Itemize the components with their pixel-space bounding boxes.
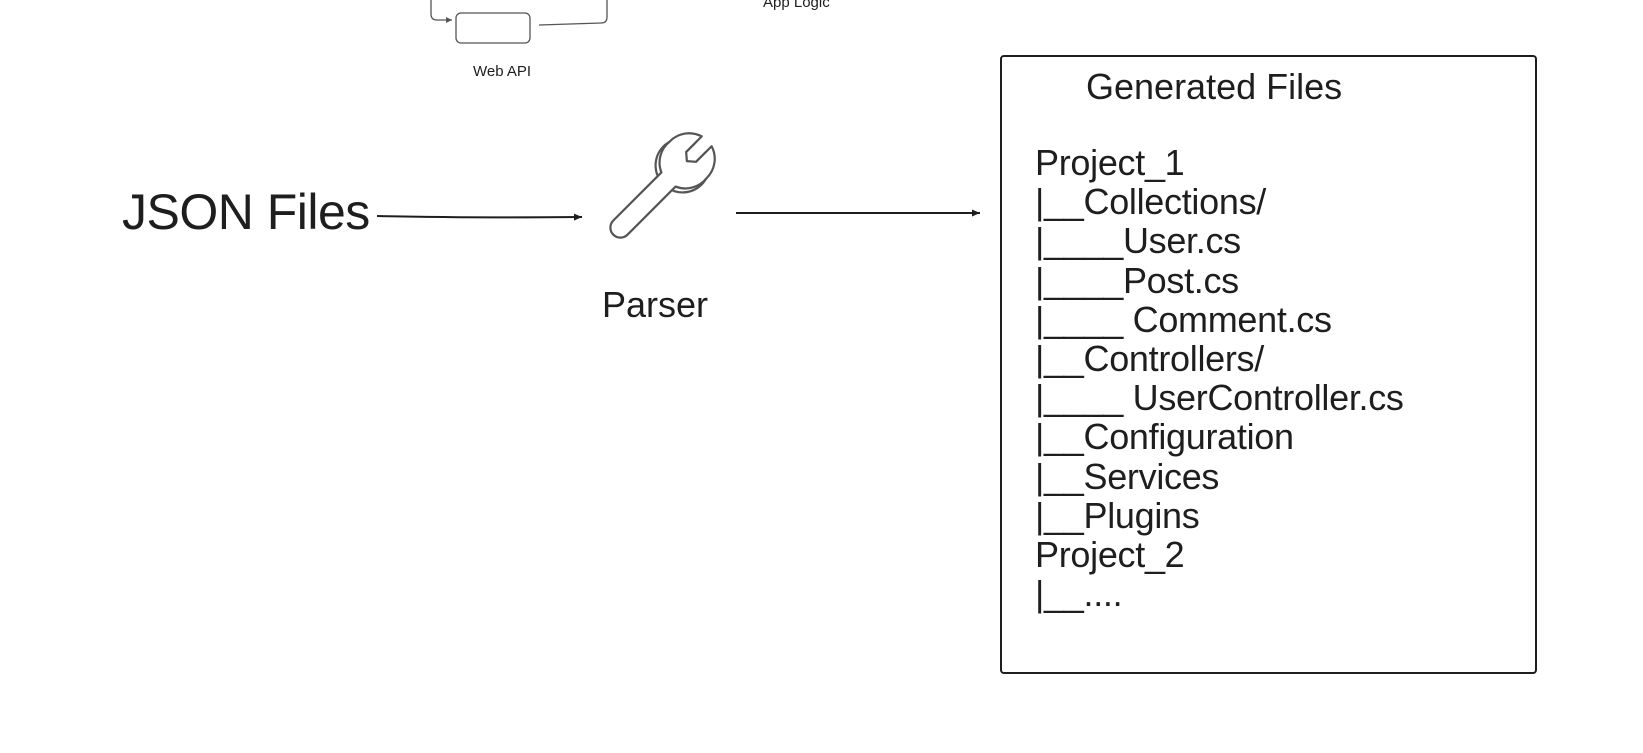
tree-item: |____Post.cs	[1035, 259, 1239, 301]
mini-diagram	[430, 0, 608, 44]
file-tree: Project_1 |__Collections/ |____User.cs |…	[1035, 142, 1404, 615]
json-files-label: JSON Files	[122, 184, 370, 240]
tree-item: |____User.cs	[1035, 220, 1241, 262]
wrench-icon	[609, 132, 716, 239]
generated-files-box: Generated Files Project_1 |__Collections…	[1000, 55, 1537, 674]
tree-item: |__Services	[1035, 455, 1220, 497]
tree-item: |__Controllers/	[1035, 338, 1264, 380]
app-logic-label: App Logic	[763, 0, 830, 11]
generated-files-title: Generated Files	[1086, 66, 1343, 107]
tree-item: |____ Comment.cs	[1035, 298, 1332, 340]
web-api-box	[455, 12, 531, 44]
tree-item: Project_1	[1035, 142, 1185, 183]
tree-item: |____ UserController.cs	[1035, 377, 1404, 419]
tree-item: |__....	[1035, 573, 1123, 615]
tree-item: Project_2	[1035, 534, 1185, 576]
tree-item: |__Configuration	[1035, 416, 1294, 458]
web-api-label: Web API	[473, 63, 532, 80]
tree-item: |__Plugins	[1035, 494, 1200, 536]
parser-label: Parser	[602, 284, 709, 325]
mini-connector-left	[430, 0, 452, 23]
arrow-json-to-parser	[376, 213, 583, 221]
mini-connector-right	[538, 0, 608, 26]
tree-item: |__Collections/	[1035, 181, 1266, 223]
